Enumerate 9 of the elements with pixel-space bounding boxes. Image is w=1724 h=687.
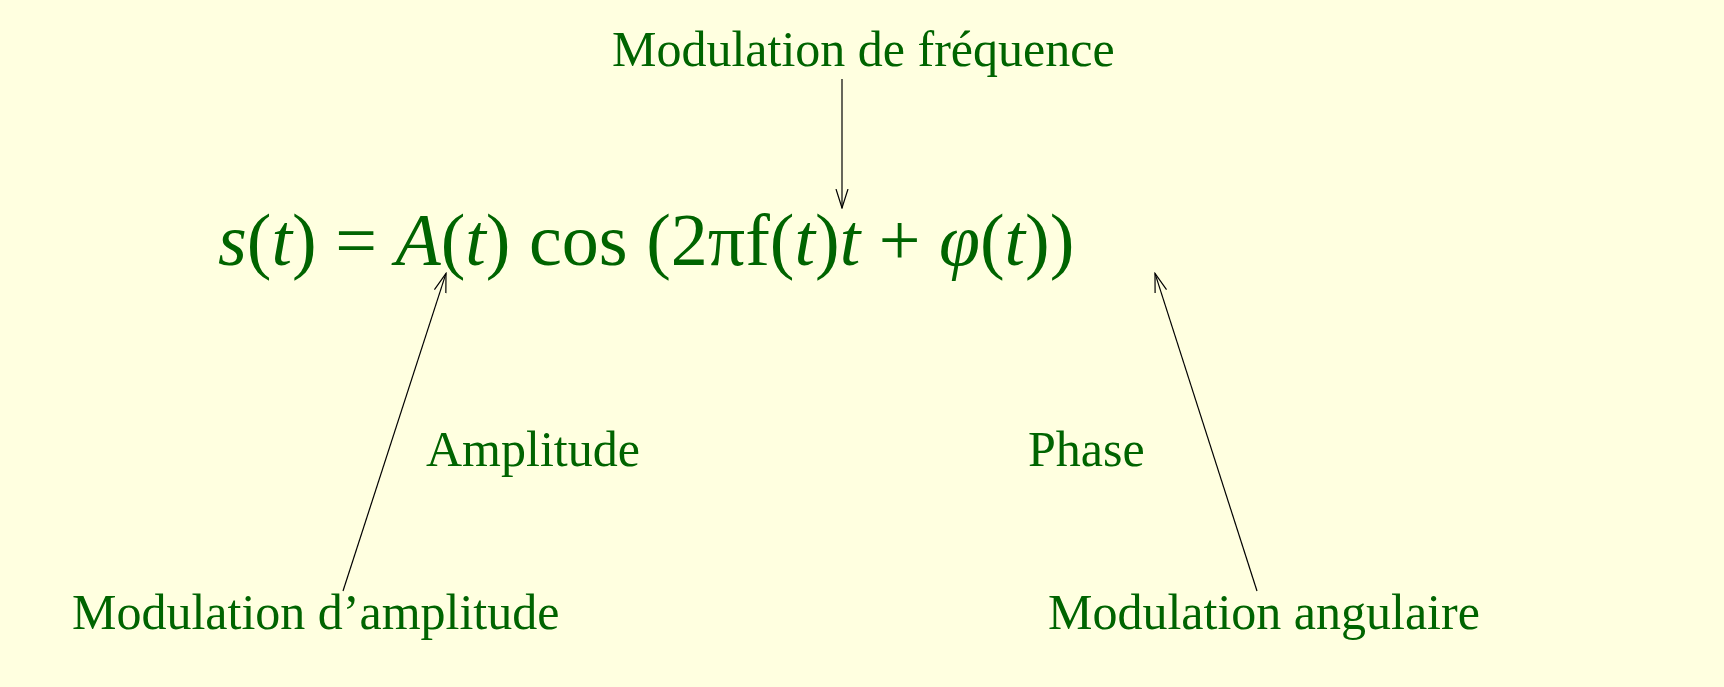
arrow bbox=[835, 78, 849, 209]
arrow bbox=[342, 272, 447, 592]
annotation-text: Modulation angulaire bbox=[1048, 585, 1480, 640]
arrow bbox=[1154, 272, 1258, 592]
label-text: Phase bbox=[1028, 422, 1145, 477]
label-text: Amplitude bbox=[426, 422, 640, 477]
annotation-text: Modulation de fréquence bbox=[612, 22, 1115, 77]
formula-text: s(t) = A(t) cos (2πf(t)t + φ(t)) bbox=[218, 200, 1075, 282]
annotation-text: Modulation d’amplitude bbox=[72, 585, 560, 640]
